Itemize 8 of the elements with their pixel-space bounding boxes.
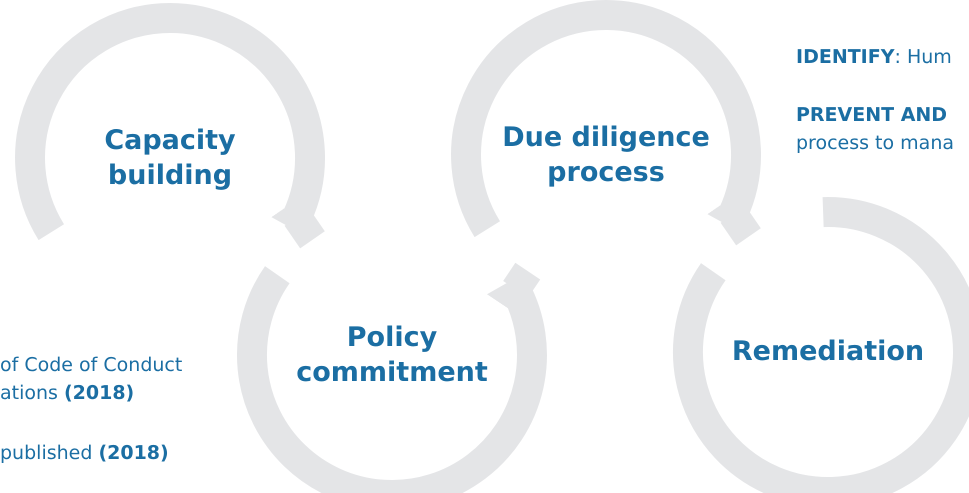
note-text: IDENTIFY: Hum (796, 45, 952, 70)
stage-label: Policy commitment (295, 320, 489, 390)
note-text: PREVENT AND process to mana (796, 103, 956, 156)
stage-label: Capacity building (103, 124, 237, 193)
note-text: published (2018) (0, 441, 169, 466)
stage-label: Remediation (730, 335, 926, 370)
stage-label: Due diligence process (501, 120, 711, 190)
note-text: of Code of Conduct ations (2018) (0, 353, 184, 406)
